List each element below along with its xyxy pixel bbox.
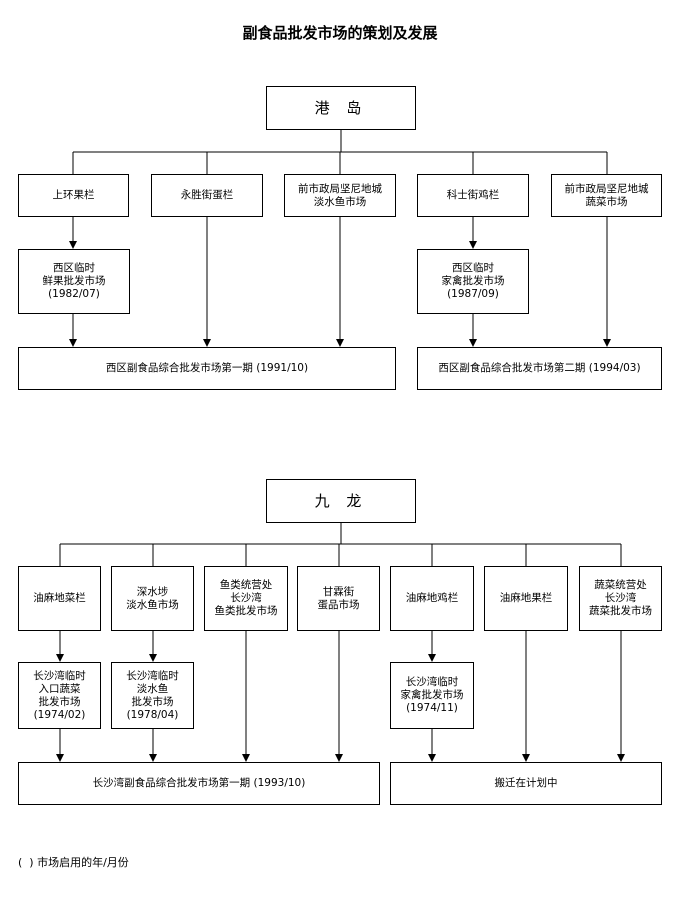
kln-relocation-planned-node: 搬迁在计划中 [390, 762, 662, 805]
hk-source-node: 前市政局坚尼地城 淡水鱼市场 [284, 174, 396, 217]
kln-source-node: 油麻地菜栏 [18, 566, 101, 631]
hk-source-node: 科士街鸡栏 [417, 174, 529, 217]
diagram-title: 副食品批发市场的策划及发展 [242, 24, 438, 42]
kln-source-node: 甘霖街 蛋品市场 [297, 566, 380, 631]
hk-complex-phase2-node: 西区副食品综合批发市场第二期 (1994/03) [417, 347, 662, 390]
hk-source-node: 上环果栏 [18, 174, 129, 217]
kln-complex-phase1-node: 长沙湾副食品综合批发市场第一期 (1993/10) [18, 762, 380, 805]
kln-source-node: 鱼类统营处 长沙湾 鱼类批发市场 [204, 566, 288, 631]
hk-complex-phase1-node: 西区副食品综合批发市场第一期 (1991/10) [18, 347, 396, 390]
hk-source-node: 前市政局坚尼地城 蔬菜市场 [551, 174, 662, 217]
kln-source-node: 油麻地果栏 [484, 566, 568, 631]
hk-temp-market-node: 西区临时 家禽批发市场 (1987/09) [417, 249, 529, 314]
kln-source-node: 蔬菜统营处 长沙湾 蔬菜批发市场 [579, 566, 662, 631]
kln-root-node: 九 龙 [266, 479, 416, 523]
kln-temp-market-node: 长沙湾临时 淡水鱼 批发市场 (1978/04) [111, 662, 194, 729]
kln-source-node: 深水埗 淡水鱼市场 [111, 566, 194, 631]
kln-temp-market-node: 长沙湾临时 入口蔬菜 批发市场 (1974/02) [18, 662, 101, 729]
hk-root-node: 港 岛 [266, 86, 416, 130]
footnote: ( ) 市场启用的年/月份 [18, 856, 129, 869]
kln-temp-market-node: 长沙湾临时 家禽批发市场 (1974/11) [390, 662, 474, 729]
hk-temp-market-node: 西区临时 鲜果批发市场 (1982/07) [18, 249, 130, 314]
hk-source-node: 永胜街蛋栏 [151, 174, 263, 217]
kln-source-node: 油麻地鸡栏 [390, 566, 474, 631]
